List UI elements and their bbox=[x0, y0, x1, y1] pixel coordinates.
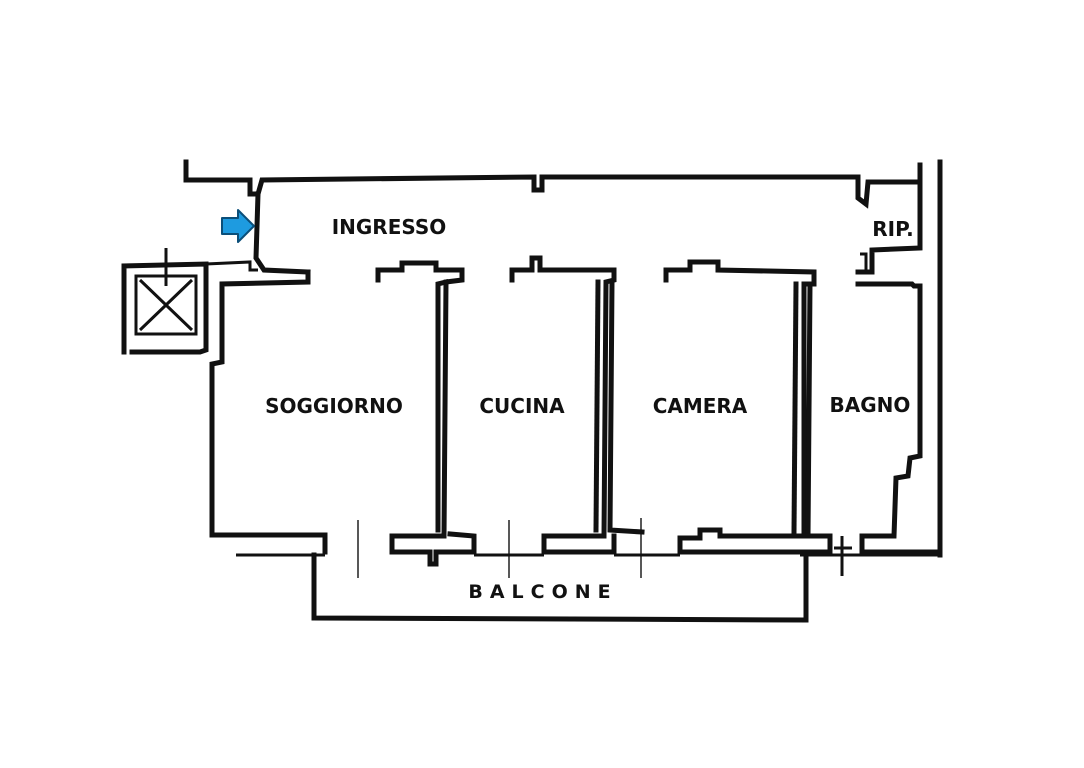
room-labels: INGRESSO RIP. SOGGIORNO CUCINA CAMERA BA… bbox=[265, 215, 914, 603]
camera-right-wall bbox=[791, 281, 799, 535]
room-label-soggiorno: SOGGIORNO bbox=[265, 394, 403, 418]
camera-wall bbox=[663, 259, 817, 555]
camera-inner-wall bbox=[607, 279, 645, 535]
room-label-balcone: BALCONE bbox=[468, 581, 617, 603]
cucina-right-wall bbox=[509, 255, 617, 555]
room-label-ripostiglio: RIP. bbox=[872, 217, 913, 241]
room-label-cucina: CUCINA bbox=[479, 394, 565, 418]
soggiorno-wall bbox=[209, 269, 328, 555]
cucina-left-wall bbox=[435, 278, 450, 533]
ripostiglio-door-jamb bbox=[860, 252, 868, 272]
entrance-arrow-icon bbox=[221, 209, 255, 243]
bagno-wall bbox=[855, 281, 943, 555]
cucina-inner-wall bbox=[593, 279, 601, 533]
room-label-bagno: BAGNO bbox=[830, 393, 911, 417]
bagno-window bbox=[834, 536, 852, 576]
bagno-left-wall bbox=[797, 281, 833, 555]
room-label-ingresso: INGRESSO bbox=[332, 215, 447, 239]
corridor-top-wall bbox=[183, 159, 923, 209]
room-label-camera: CAMERA bbox=[653, 394, 748, 418]
balcone-wall bbox=[311, 552, 809, 623]
soggiorno-right-wall bbox=[375, 260, 477, 567]
walls bbox=[183, 159, 943, 623]
elevator-shaft-icon bbox=[121, 248, 258, 355]
entrance-jamb bbox=[253, 191, 311, 275]
